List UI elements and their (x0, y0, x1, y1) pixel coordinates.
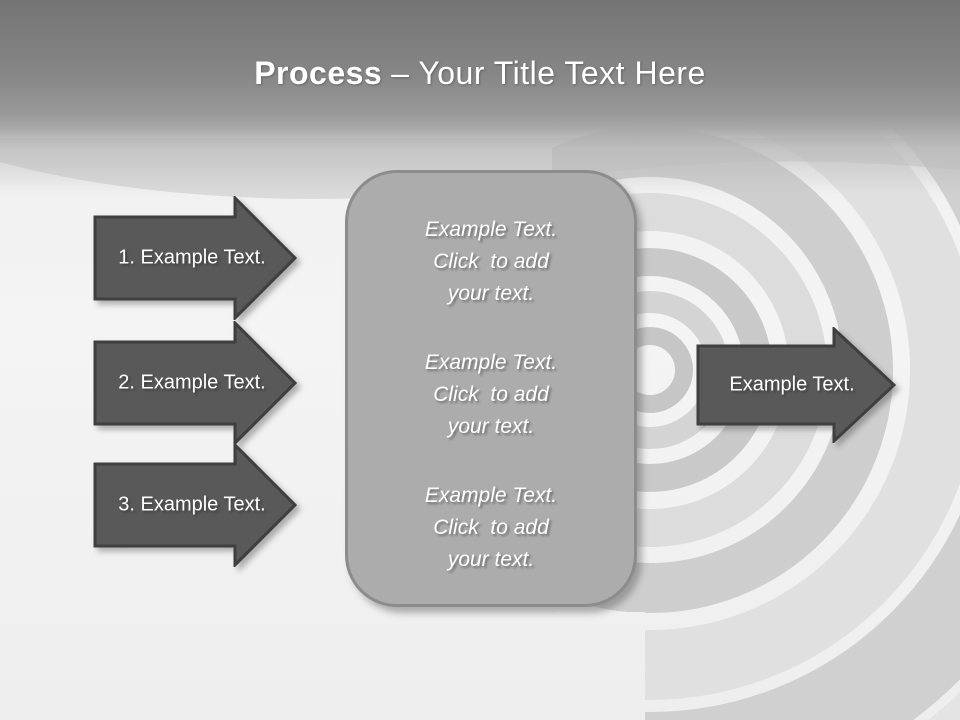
title-keyword: Process (254, 55, 383, 91)
placeholder-text-1[interactable]: Example Text. Click to add your text. (424, 218, 558, 305)
slide-header: Process– Your Title Text Here (0, 0, 960, 195)
step-arrow-3[interactable]: 3. Example Text. (93, 443, 298, 567)
step-arrow-2-label: 2. Example Text. (118, 371, 266, 394)
step-arrow-1-label: 1. Example Text. (118, 246, 266, 269)
right-arrow-icon (93, 443, 298, 567)
output-arrow[interactable]: Example Text. (696, 327, 896, 443)
right-arrow-icon (93, 196, 298, 320)
text-placeholder-panel[interactable]: Example Text. Click to add your text. Ex… (345, 170, 637, 607)
output-arrow-label: Example Text. (729, 373, 855, 396)
right-arrow-icon (93, 321, 298, 445)
title-subtitle: – Your Title Text Here (391, 55, 706, 91)
page-title[interactable]: Process– Your Title Text Here (0, 0, 960, 92)
step-arrow-1[interactable]: 1. Example Text. (93, 196, 298, 320)
step-arrow-3-label: 3. Example Text. (118, 493, 266, 516)
step-arrow-2[interactable]: 2. Example Text. (93, 321, 298, 445)
right-arrow-icon (696, 327, 896, 443)
placeholder-text-2[interactable]: Example Text. Click to add your text. (424, 351, 558, 438)
placeholder-text-3[interactable]: Example Text. Click to add your text. (424, 484, 558, 571)
